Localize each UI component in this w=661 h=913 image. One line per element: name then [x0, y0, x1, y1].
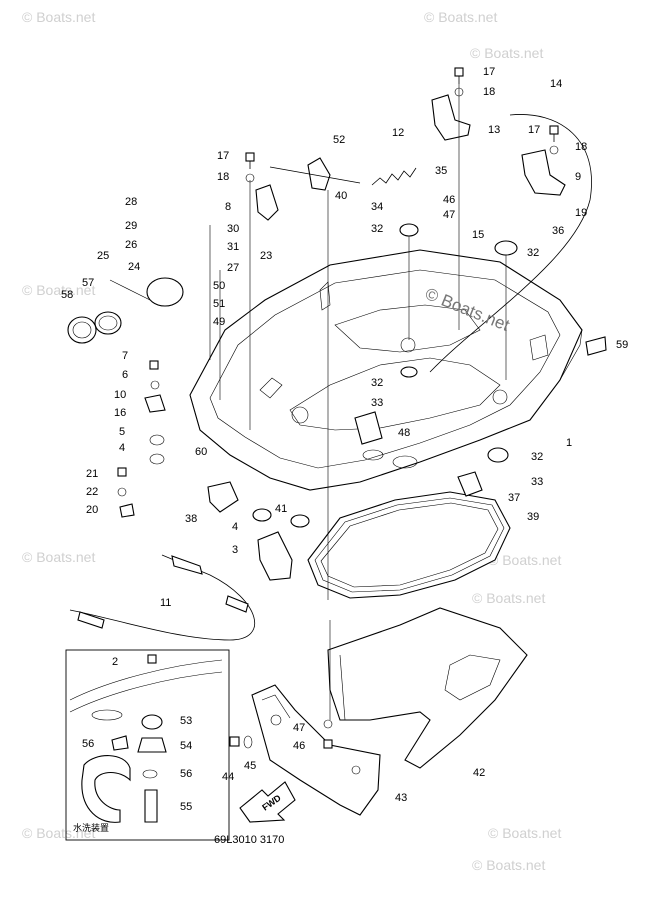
callout-2: 2	[112, 656, 118, 668]
apron-front	[251, 684, 381, 816]
callout-43: 43	[395, 792, 407, 804]
callout-layer: 17 18 14 13 12 52 17 18 9 17 18 35 40 8 …	[61, 66, 628, 813]
apron-rear	[327, 607, 528, 769]
callout-15: 15	[472, 229, 484, 241]
callout-6: 6	[122, 369, 128, 381]
callout-13: 13	[488, 124, 500, 136]
callout-11: 11	[160, 597, 171, 609]
inset-label: 水洗装置	[73, 822, 109, 834]
callout-1: 1	[566, 437, 572, 449]
watermark: © Boats.net	[470, 45, 543, 61]
bottom-cowling	[189, 249, 583, 491]
callout-17: 17	[217, 150, 229, 162]
callout-35: 35	[435, 165, 447, 177]
callout-29: 29	[125, 220, 137, 232]
callout-60: 60	[195, 446, 207, 458]
small-parts	[67, 67, 607, 749]
callout-14: 14	[550, 78, 562, 90]
callout-40: 40	[335, 190, 347, 202]
callout-50: 50	[213, 280, 225, 292]
watermark: © Boats.net	[22, 825, 95, 841]
watermark: © Boats.net	[472, 857, 545, 873]
watermark: © Boats.net	[22, 282, 95, 298]
callout-46: 46	[443, 194, 455, 206]
callout-4: 4	[119, 442, 125, 454]
callout-32: 32	[371, 223, 383, 235]
callout-56: 56	[82, 738, 94, 750]
callout-56: 56	[180, 768, 192, 780]
callout-27: 27	[227, 262, 239, 274]
callout-39: 39	[527, 511, 539, 523]
callout-21: 21	[86, 468, 98, 480]
callout-33: 33	[531, 476, 543, 488]
callout-42: 42	[473, 767, 485, 779]
callout-36: 36	[552, 225, 564, 237]
callout-32: 32	[531, 451, 543, 463]
callout-23: 23	[260, 250, 272, 262]
callout-22: 22	[86, 486, 98, 498]
callout-45: 45	[244, 760, 256, 772]
callout-24: 24	[128, 261, 140, 273]
callout-12: 12	[392, 127, 404, 139]
callout-18: 18	[483, 86, 495, 98]
callout-47: 47	[293, 722, 305, 734]
fwd-arrow: FWD	[239, 781, 296, 823]
callout-25: 25	[97, 250, 109, 262]
callout-59: 59	[616, 339, 628, 351]
callout-30: 30	[227, 223, 239, 235]
watermark: © Boats.net	[22, 9, 95, 25]
flush-device-inset: 水洗装置	[65, 649, 230, 841]
callout-18: 18	[217, 171, 229, 183]
callout-53: 53	[180, 715, 192, 727]
watermark: © Boats.net	[22, 549, 95, 565]
callout-16: 16	[114, 407, 126, 419]
callout-7: 7	[122, 350, 128, 362]
callout-58: 58	[61, 289, 73, 301]
callout-17: 17	[528, 124, 540, 136]
watermark: © Boats.net	[424, 9, 497, 25]
callout-41: 41	[275, 503, 287, 515]
cowling-seal	[307, 491, 511, 599]
callout-34: 34	[371, 201, 383, 213]
callout-57: 57	[82, 277, 94, 289]
callout-51: 51	[213, 298, 225, 310]
callout-37: 37	[508, 492, 520, 504]
callout-54: 54	[180, 740, 192, 752]
callout-26: 26	[125, 239, 137, 251]
callout-10: 10	[114, 389, 126, 401]
callout-32: 32	[527, 247, 539, 259]
callout-32: 32	[371, 377, 383, 389]
callout-8: 8	[225, 201, 231, 213]
callout-28: 28	[125, 196, 137, 208]
callout-48: 48	[398, 427, 410, 439]
watermark-layer: © Boats.net © Boats.net © Boats.net © Bo…	[22, 9, 561, 873]
diagram-code: 69L3010 3170	[214, 834, 284, 846]
callout-5: 5	[119, 426, 125, 438]
watermark: © Boats.net	[472, 590, 545, 606]
callout-9: 9	[575, 171, 581, 183]
callout-33: 33	[371, 397, 383, 409]
callout-18: 18	[575, 141, 587, 153]
watermark: © Boats.net	[488, 552, 561, 568]
watermark: © Boats.net	[488, 825, 561, 841]
callout-19: 19	[575, 207, 587, 219]
callout-49: 49	[213, 316, 225, 328]
callout-20: 20	[86, 504, 98, 516]
callout-46: 46	[293, 740, 305, 752]
callout-3: 3	[232, 544, 238, 556]
callout-38: 38	[185, 513, 197, 525]
callout-4: 4	[232, 521, 238, 533]
callout-55: 55	[180, 801, 192, 813]
callout-31: 31	[227, 241, 239, 253]
callout-44: 44	[222, 771, 234, 783]
callout-17: 17	[483, 66, 495, 78]
callout-47: 47	[443, 209, 455, 221]
callout-52: 52	[333, 134, 345, 146]
